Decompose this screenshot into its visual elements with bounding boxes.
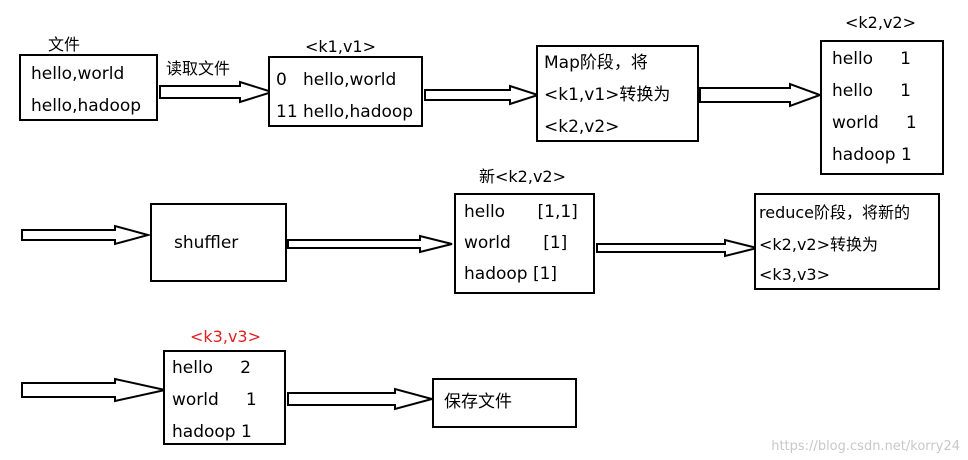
- new-k2v2-box: hello [1,1] world [1] hadoop [1]: [454, 193, 595, 294]
- k1v1-box: 0 hello,world 11 hello,hadoop: [268, 56, 423, 127]
- arrow-to-k3v3: [21, 377, 166, 403]
- k3v3-line-2: world 1: [172, 390, 257, 410]
- k1v1-line-2: 11 hello,hadoop: [276, 102, 414, 122]
- map-line-1: Map阶段，将: [544, 53, 648, 73]
- arrow-to-new-k2v2: [287, 234, 453, 254]
- new-k2v2-line-1: hello [1,1]: [464, 202, 578, 222]
- arrow-to-reduce: [596, 238, 758, 258]
- arrow-to-k2v2: [699, 82, 823, 108]
- read-file-label: 读取文件: [166, 59, 231, 78]
- shuffler-text: shuffler: [174, 233, 239, 253]
- shuffler-box: shuffler: [150, 203, 287, 282]
- file-box: hello,world hello,hadoop: [19, 54, 158, 121]
- arrow-read: [159, 80, 276, 104]
- k2v2-line-3: world 1: [832, 113, 917, 133]
- k2v2-line-2: hello 1: [832, 81, 911, 101]
- reduce-line-3: <k3,v3>: [759, 265, 830, 284]
- arrow-to-map: [424, 84, 542, 106]
- reduce-line-2: <k2,v2>转换为: [759, 235, 878, 254]
- save-file-box: 保存文件: [432, 378, 577, 428]
- file-line-2: hello,hadoop: [31, 96, 142, 116]
- reduce-line-1: reduce阶段，将新的: [759, 203, 911, 222]
- map-line-3: <k2,v2>: [544, 117, 620, 137]
- arrow-to-save: [287, 387, 436, 411]
- k3v3-line-1: hello 2: [172, 358, 251, 378]
- map-line-2: <k1,v1>转换为: [544, 85, 671, 105]
- reduce-stage-box: reduce阶段，将新的 <k2,v2>转换为 <k3,v3>: [754, 193, 940, 290]
- new-k2v2-label: 新<k2,v2>: [479, 167, 566, 186]
- new-k2v2-line-3: hadoop [1]: [464, 264, 558, 284]
- k1v1-line-1: 0 hello,world: [276, 70, 397, 90]
- k3v3-label: <k3,v3>: [190, 327, 261, 346]
- file-line-1: hello,world: [31, 64, 125, 84]
- k1v1-label: <k1,v1>: [305, 37, 376, 56]
- k3v3-box: hello 2 world 1 hadoop 1: [163, 350, 286, 445]
- file-label: 文件: [48, 35, 81, 54]
- k2v2-label: <k2,v2>: [845, 13, 916, 32]
- save-file-text: 保存文件: [444, 392, 512, 412]
- map-stage-box: Map阶段，将 <k1,v1>转换为 <k2,v2>: [536, 45, 699, 142]
- k2v2-line-1: hello 1: [832, 49, 911, 69]
- watermark: https://blog.csdn.net/korry24: [771, 439, 960, 454]
- arrow-to-shuffler: [21, 224, 152, 246]
- new-k2v2-line-2: world [1]: [464, 233, 568, 253]
- k3v3-line-3: hadoop 1: [172, 422, 252, 442]
- k2v2-line-4: hadoop 1: [832, 145, 912, 165]
- k2v2-box: hello 1 hello 1 world 1 hadoop 1: [820, 40, 944, 175]
